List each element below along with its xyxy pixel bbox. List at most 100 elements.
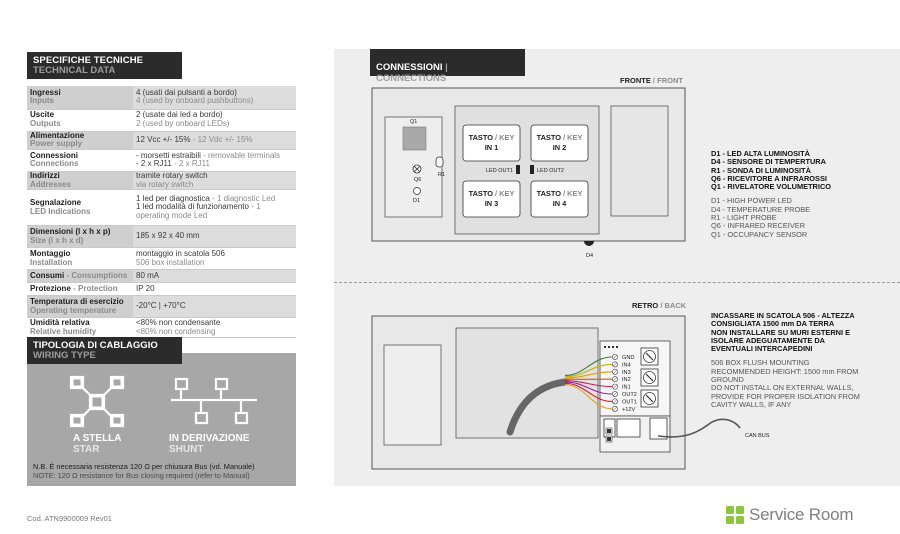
q1-label: Q1: [410, 119, 417, 125]
specs-title: SPECIFICHE TECNICHE: [33, 55, 144, 66]
key-label: TASTO / KEY: [537, 189, 583, 198]
terminal-label: +12V: [622, 407, 635, 413]
brand: Service Room: [726, 505, 854, 525]
text-line: D4 - TEMPERATURE PROBE: [711, 204, 811, 214]
rj11-jacks: [603, 417, 668, 440]
d4-temperature-sensor: [584, 241, 594, 246]
brand-name: Service Room: [749, 505, 854, 524]
text-line: 506 BOX FLUSH MOUNTING: [711, 358, 810, 368]
q1-sensor: [402, 126, 427, 151]
text-line: INCASSARE IN SCATOLA 506 - ALTEZZA: [711, 311, 855, 320]
signal-wire: [564, 380, 613, 388]
connections-title-en: CONNECTIONS: [376, 73, 447, 84]
spec-value: <80% non condensante<80% non condensing: [133, 317, 296, 339]
text-line: R1 - SONDA DI LUMINOSITÀ: [711, 165, 811, 175]
terminal-label: IN3: [622, 370, 631, 376]
led-out2-indicator: [530, 165, 534, 174]
terminals-layer: [612, 354, 618, 412]
terminal-label: IN2: [622, 377, 631, 383]
bus-resistance-note: N.B. È necessaria resistenza 120 Ω per c…: [33, 462, 255, 480]
signal-wire: [564, 363, 613, 378]
four-leaf-logo-icon: [726, 506, 744, 524]
specs-title-en: TECHNICAL DATA: [33, 65, 116, 76]
spec-key: Consumi - Consumptions: [27, 269, 133, 284]
terminal-label: IN1: [622, 385, 631, 391]
wiring-box: A STELLA STAR IN DERIVAZIONE SHUNT N.B. …: [27, 353, 296, 486]
terminal-label: OUT1: [622, 399, 637, 405]
key-input-label: IN 2: [553, 143, 567, 152]
can-bus-label: CAN BUS: [745, 433, 770, 439]
connections-title: CONNESSIONI: [376, 62, 443, 73]
key-input-label: IN 3: [485, 199, 499, 208]
shunt-topology-icon: [171, 377, 257, 425]
key-in2: [530, 124, 589, 162]
wiring-cable: [506, 378, 569, 436]
signal-wire: [564, 381, 613, 395]
key-label: TASTO / KEY: [537, 133, 583, 142]
front-device: [371, 87, 686, 246]
spec-row: Dimensioni (l x h x p)Size (l x h x d)18…: [27, 225, 296, 249]
spec-value: IP 20: [133, 282, 296, 297]
key-label: TASTO / KEY: [469, 189, 515, 198]
key-label: TASTO / KEY: [469, 133, 515, 142]
spec-value: - morsetti estraibili - removable termin…: [133, 149, 296, 172]
shunt-label: IN DERIVAZIONE SHUNT: [169, 433, 250, 455]
led-out1-indicator: [516, 165, 520, 174]
spec-value: 80 mA: [133, 269, 296, 284]
can-bus-cable: [657, 418, 741, 438]
connections-header: CONNESSIONI | CONNECTIONS: [370, 49, 525, 84]
d4-label: D4: [586, 253, 593, 259]
star-node-holes: [73, 379, 121, 424]
d1-label: D1: [413, 198, 420, 204]
specs-header: SPECIFICHE TECNICHE TECHNICAL DATA: [27, 52, 182, 79]
spec-value: 12 Vcc +/- 15% - 12 Vdc +/- 15%: [133, 131, 296, 150]
r1-label: R1: [438, 172, 445, 178]
text-line: R1 - LIGHT PROBE: [711, 213, 777, 223]
signal-wire: [564, 382, 613, 402]
text-line: Q6 - RICEVITORE A INFRAROSSI: [711, 173, 827, 183]
text-line: EVENTUALI INTERCAPEDINI: [711, 344, 813, 354]
spec-key: Dimensioni (l x h x p)Size (l x h x d): [27, 225, 133, 249]
section-divider: [334, 282, 900, 283]
wiring-title-en: WIRING TYPE: [33, 350, 96, 361]
key-input-label: IN 1: [485, 143, 499, 152]
spec-value: 1 led per diagnostica - 1 diagnostic Led…: [133, 189, 296, 227]
terminal-label: OUT2: [622, 392, 637, 398]
terminal-label: GND: [622, 355, 634, 361]
wiring-header: TIPOLOGIA DI CABLAGGIO WIRING TYPE: [27, 337, 182, 364]
wiring-diagrams: [69, 375, 257, 428]
text-line: D1 - LED ALTA LUMINOSITÀ: [711, 149, 810, 158]
led-out2-label: LED OUT2: [537, 168, 564, 174]
signal-wire: [564, 356, 613, 376]
text-line: Q1 - OCCUPANCY SENSOR: [711, 229, 808, 239]
wires-layer: [564, 356, 613, 410]
spec-value: 4 (usati dai pulsanti a bordo)4 (used by…: [133, 86, 296, 110]
d1-led: [413, 187, 421, 195]
front-title: FRONTE / FRONT: [620, 76, 683, 85]
text-line: Q1 - RIVELATORE VOLUMETRICO: [711, 182, 832, 192]
rotary-switch-icon: [640, 347, 659, 408]
r1-light-probe: [435, 156, 444, 168]
led-out1-label: LED OUT1: [486, 168, 513, 174]
text-line: Q6 - INFRARED RECEIVER: [711, 221, 806, 231]
